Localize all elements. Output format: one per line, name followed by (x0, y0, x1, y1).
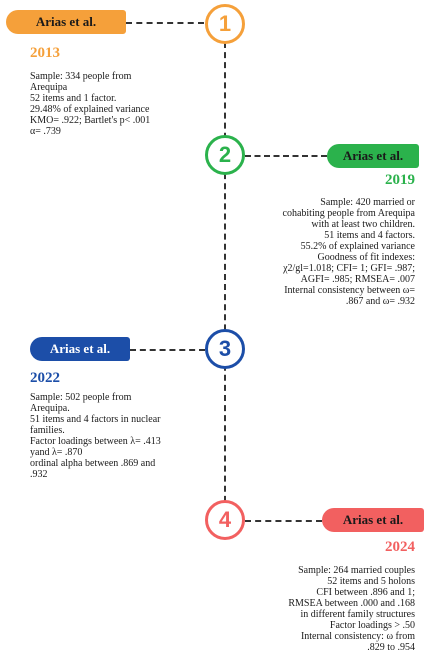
step-circle-3: 3 (205, 329, 245, 369)
description-2-line: AGFI= .985; RMSEA= .007 (300, 274, 415, 285)
year-4: 2024 (385, 539, 415, 555)
step-circle-1: 1 (205, 4, 245, 44)
author-label-1: Arias et al. (35, 14, 97, 29)
connector-1 (126, 22, 204, 24)
author-pill-2: Arias et al. (327, 144, 419, 168)
description-4: Sample: 264 married couples 52 items and… (288, 565, 415, 653)
description-1-line: α= .739 (30, 126, 61, 137)
step-number-3: 3 (218, 336, 232, 361)
connector-3 (130, 349, 205, 351)
description-3-line: families. (30, 425, 65, 436)
connector-2 (245, 155, 327, 157)
step-circle-4: 4 (205, 500, 245, 540)
description-4-line: .829 to .954 (367, 642, 415, 653)
description-3-line: 51 items and 4 factors in nuclear (30, 414, 161, 425)
step-number-2: 2 (218, 142, 232, 167)
description-2-line: cohabiting people from Arequipa (282, 208, 415, 219)
author-pill-4: Arias et al. (322, 508, 424, 532)
description-4-line: Internal consistency: ω from (300, 631, 415, 642)
description-2-line: Goodness of fit indexes: (317, 252, 416, 263)
description-2-line: with at least two children. (311, 219, 415, 230)
description-1-line: Sample: 334 people from (30, 71, 132, 82)
description-3-line: .932 (30, 469, 48, 480)
step-number-1: 1 (218, 11, 232, 36)
description-4-line: RMSEA between .000 and .168 (288, 598, 415, 609)
description-3-line: Sample: 502 people from (30, 392, 132, 403)
description-1-line: 52 items and 1 factor. (30, 93, 117, 104)
description-2-line: Sample: 420 married or (320, 197, 415, 208)
description-1-line: Arequipa (30, 82, 68, 93)
description-4-line: Factor loadings > .50 (329, 620, 415, 631)
description-1: Sample: 334 people from Arequipa 52 item… (30, 71, 150, 137)
description-2-line: 55.2% of explained variance (300, 241, 415, 252)
year-1: 2013 (30, 45, 60, 61)
description-4-line: in different family structures (300, 609, 415, 620)
description-3-line: yand λ= .870 (30, 447, 83, 458)
description-3-line: Arequipa. (30, 403, 70, 414)
description-1-line: KMO= .922; Bartlet's p< .001 (30, 115, 151, 126)
description-2-line: 51 items and 4 factors. (324, 230, 415, 241)
description-3-line: ordinal alpha between .869 and (30, 458, 156, 469)
description-3-line: Factor loadings between λ= .413 (30, 436, 161, 447)
year-3: 2022 (30, 370, 60, 386)
description-4-line: Sample: 264 married couples (298, 565, 415, 576)
author-label-3: Arias et al. (49, 341, 111, 356)
step-circle-2: 2 (205, 135, 245, 175)
step-number-4: 4 (218, 507, 232, 532)
description-2-line: Internal consistency between ω= (284, 285, 415, 296)
connector-4 (245, 520, 322, 522)
author-label-2: Arias et al. (342, 148, 404, 163)
description-2-line: χ2/gl=1.018; CFI= 1; GFI= .987; (283, 263, 415, 274)
description-1-line: 29.48% of explained variance (30, 104, 150, 115)
description-3: Sample: 502 people from Arequipa. 51 ite… (30, 392, 161, 480)
author-pill-3: Arias et al. (30, 337, 130, 361)
author-pill-1: Arias et al. (6, 10, 126, 34)
year-2: 2019 (385, 172, 415, 188)
description-4-line: CFI between .896 and 1; (316, 587, 415, 598)
description-2-line: .867 and ω= .932 (345, 296, 415, 307)
author-label-4: Arias et al. (342, 512, 404, 527)
timeline-spine (224, 42, 226, 522)
description-4-line: 52 items and 5 holons (327, 576, 415, 587)
description-2: Sample: 420 married or cohabiting people… (283, 197, 415, 307)
